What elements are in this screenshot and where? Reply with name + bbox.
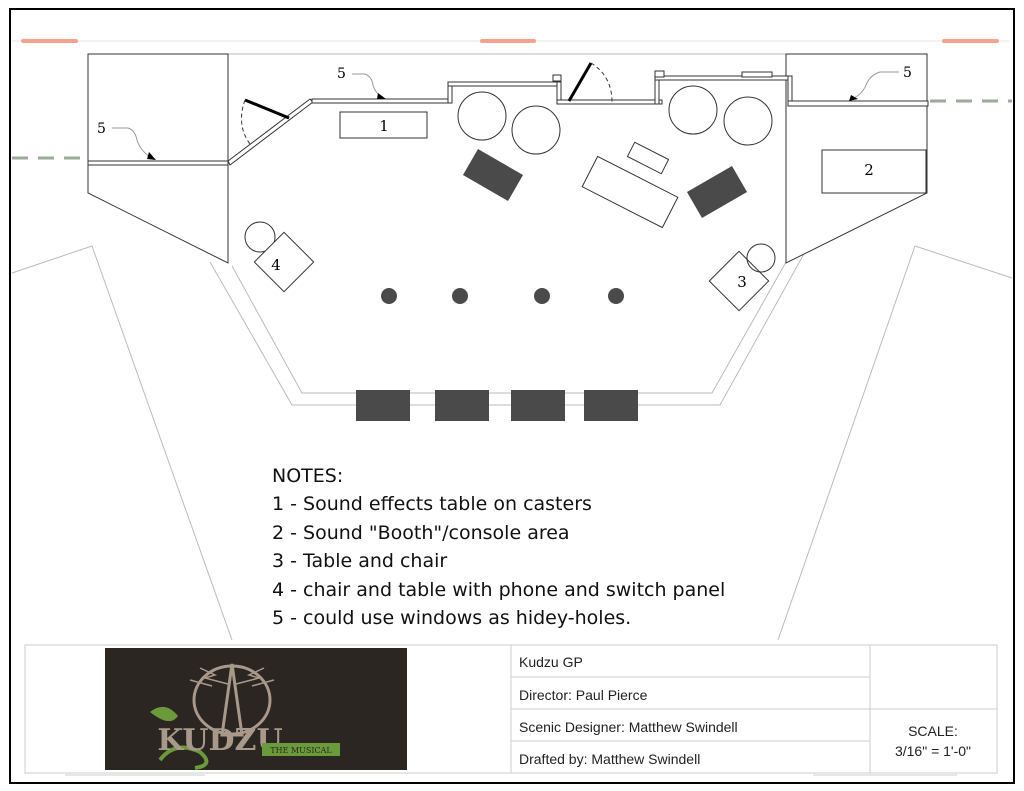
scale-label: SCALE:	[908, 723, 958, 739]
note-item: 3 - Table and chair	[272, 550, 448, 573]
callout-label: 5	[97, 121, 106, 137]
notes: NOTES: 1 - Sound effects table on caster…	[272, 462, 725, 632]
door-right	[567, 62, 613, 103]
sound-effects-table: 1	[339, 111, 428, 139]
svg-text:2: 2	[864, 161, 874, 179]
logo-subtitle: THE MUSICAL	[270, 746, 332, 755]
note-item: 5 - could use windows as hidey-holes.	[272, 607, 632, 630]
svg-text:4: 4	[271, 256, 281, 274]
note-item: 1 - Sound effects table on casters	[272, 493, 592, 516]
window-callout-center: 5	[337, 66, 386, 99]
scale-value: 3/16" = 1'-0"	[895, 743, 971, 759]
small-table	[626, 141, 670, 175]
note-item: 2 - Sound "Booth"/console area	[272, 521, 570, 544]
center-table	[581, 155, 679, 229]
dark-platform-right	[686, 166, 748, 218]
table-and-chair: 3	[708, 243, 776, 312]
scenic-designer: Scenic Designer: Matthew Swindell	[519, 719, 738, 735]
window-callout-right: 5	[849, 65, 912, 101]
benches	[356, 390, 638, 421]
chair-and-phone-table: 4	[244, 221, 315, 293]
notes-heading: NOTES:	[272, 465, 344, 487]
callout-label: 5	[903, 65, 912, 81]
note-item: 4 - chair and table with phone and switc…	[272, 578, 726, 601]
posts	[381, 288, 624, 304]
round-tables	[457, 85, 773, 155]
sheet-border	[9, 8, 1015, 784]
callout-label: 5	[337, 66, 346, 82]
window-callout-left: 5	[97, 121, 156, 160]
logo-title: KUDZU	[157, 723, 282, 758]
left-wing	[87, 53, 229, 264]
dashed-sightlines	[12, 99, 1012, 160]
project-name: Kudzu GP	[519, 654, 583, 670]
svg-text:3: 3	[737, 273, 747, 291]
dark-platform-left	[462, 149, 524, 201]
set-walls	[87, 70, 929, 166]
kudzu-logo: KUDZU THE MUSICAL	[105, 648, 407, 770]
sound-booth-console: 2	[821, 149, 927, 194]
svg-text:1: 1	[379, 117, 389, 135]
director: Director: Paul Pierce	[519, 687, 648, 703]
door-left	[240, 98, 290, 145]
drafted-by: Drafted by: Matthew Swindell	[519, 751, 700, 767]
